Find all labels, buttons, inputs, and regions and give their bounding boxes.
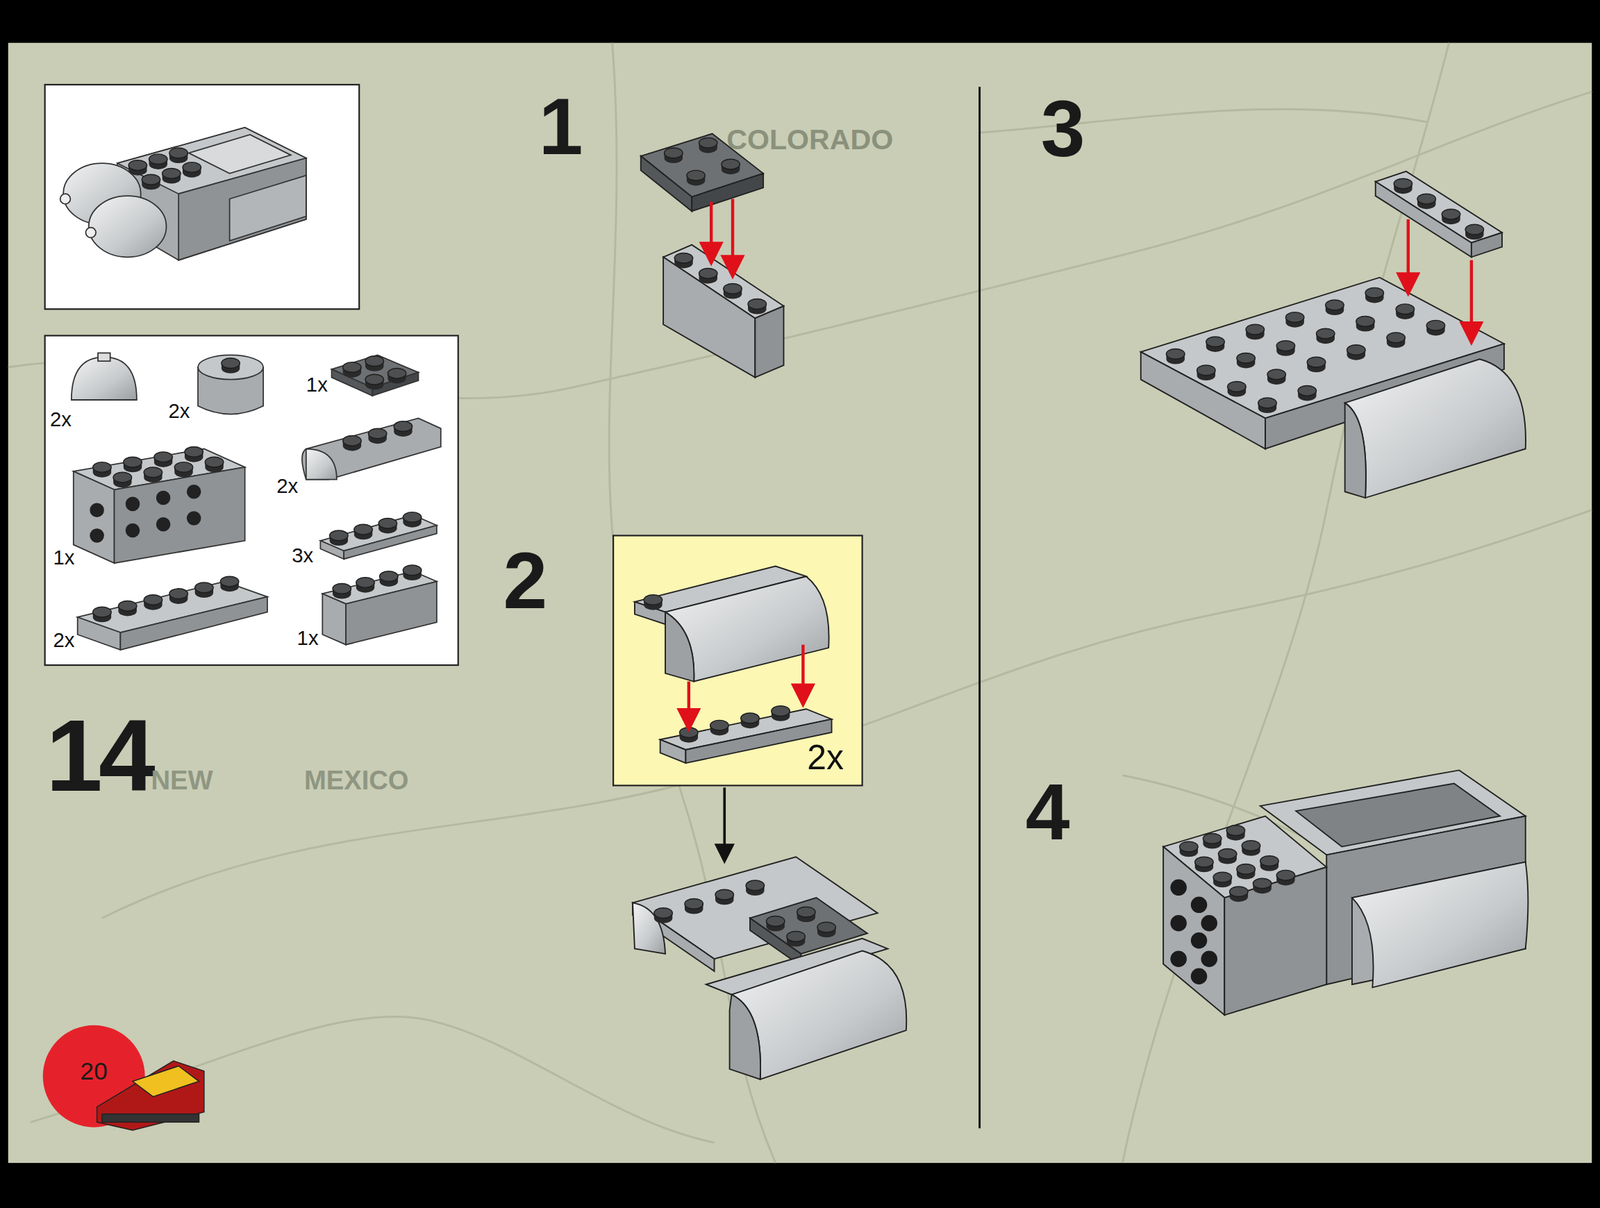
quantity-label: 2x [276, 475, 298, 496]
quantity-label: 3x [291, 545, 314, 566]
step-number: 14 [45, 704, 152, 807]
map-label: COLORADO [726, 125, 894, 155]
page-number: 20 [80, 1059, 108, 1084]
map-label: NEW [150, 767, 213, 794]
quantity-label: 1x [52, 547, 75, 568]
quantity-label: 2x [52, 629, 75, 650]
quantity-label: 2x [50, 409, 72, 430]
quantity-label: 2x [806, 739, 844, 775]
step-number: 1 [538, 86, 584, 167]
step-number: 3 [1040, 88, 1086, 169]
map-label: MEXICO [304, 767, 410, 794]
quantity-label: 2x [168, 400, 190, 421]
step-number: 4 [1025, 772, 1071, 853]
parts-list-box: 2x 2x 1x 2x 1x 3x 2x 1x [45, 335, 459, 666]
quantity-label: 1x [306, 374, 328, 395]
step-number: 2 [502, 540, 548, 621]
callout-box: 2x [613, 535, 863, 786]
quantity-label: 1x [297, 627, 319, 648]
